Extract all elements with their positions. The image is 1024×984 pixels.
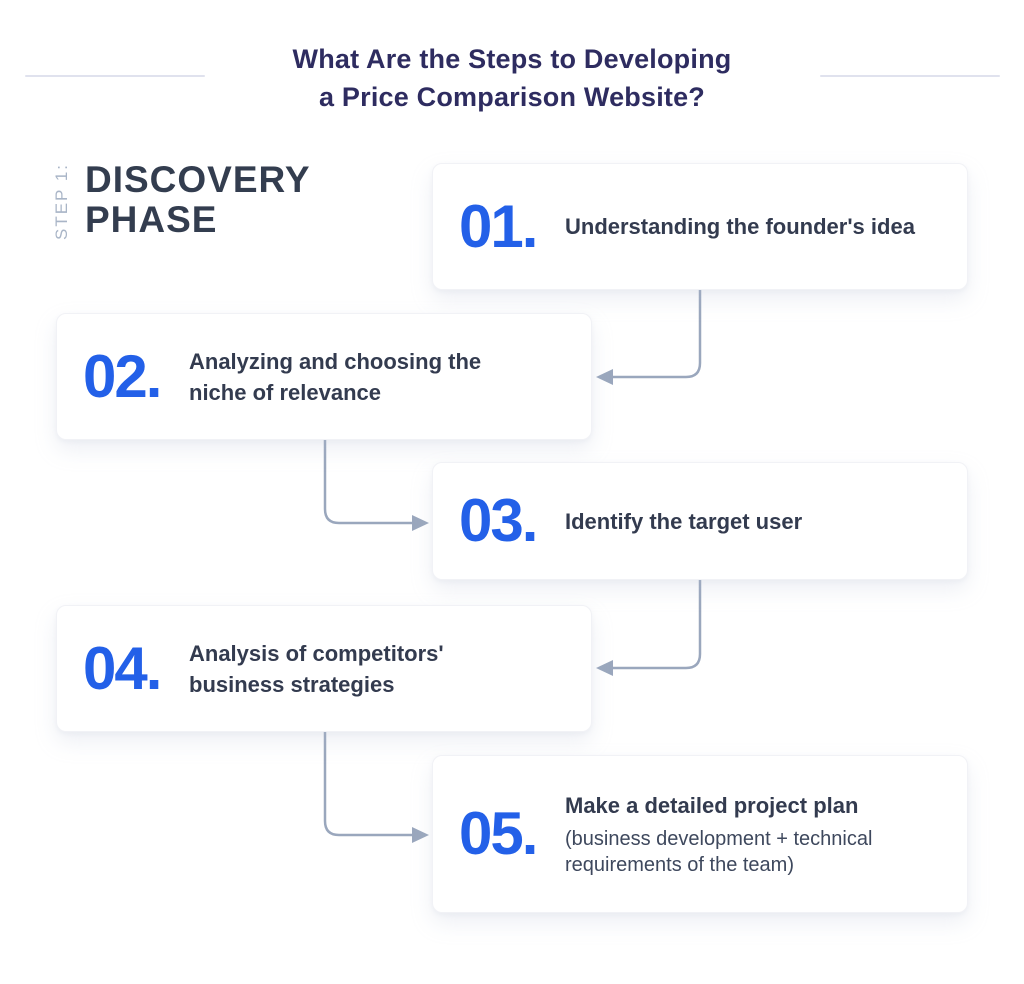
page-title-line-1: What Are the Steps to Developing: [292, 44, 732, 74]
step-4-title: Analysis of competitors' business strate…: [189, 640, 444, 697]
step-2-title: Analyzing and choosing the niche of rele…: [189, 348, 482, 405]
title-divider-left: [25, 75, 205, 77]
step-3-title: Identify the target user: [565, 508, 803, 534]
step-card-3: 03. Identify the target user: [432, 462, 968, 580]
connector-arrow-3-to-4: [596, 574, 702, 676]
phase-heading: DISCOVERY PHASE: [85, 160, 311, 240]
step-5-subtitle: (business development + technical requir…: [565, 828, 873, 876]
step-number-vertical-label: STEP 1:: [52, 163, 71, 241]
step-1-number: 01.: [459, 192, 538, 260]
step-card-4: 04. Analysis of competitors' business st…: [56, 605, 592, 732]
step-5-title: Make a detailed project plan: [565, 793, 859, 818]
connector-arrow-4-to-5: [323, 726, 429, 843]
step-5-number: 05.: [459, 800, 538, 867]
step-card-1: 01. Understanding the founder's idea: [432, 163, 968, 290]
step-3-number: 03.: [459, 487, 538, 554]
step-card-5: 05. Make a detailed project plan (busine…: [432, 755, 968, 913]
connector-arrow-2-to-3: [323, 434, 429, 531]
page-title-line-2: a Price Comparison Website?: [318, 82, 705, 112]
step-1-title: Understanding the founder's idea: [565, 214, 915, 239]
step-2-number: 02.: [83, 342, 162, 410]
connector-arrow-1-to-2: [596, 284, 702, 385]
phase-heading-line-1: DISCOVERY: [85, 159, 311, 200]
phase-heading-line-2: PHASE: [85, 199, 218, 240]
step-card-2: 02. Analyzing and choosing the niche of …: [56, 313, 592, 440]
step-4-number: 04.: [83, 634, 162, 702]
title-divider-right: [820, 75, 1000, 77]
page-title: What Are the Steps to Developing a Price…: [0, 40, 1024, 116]
